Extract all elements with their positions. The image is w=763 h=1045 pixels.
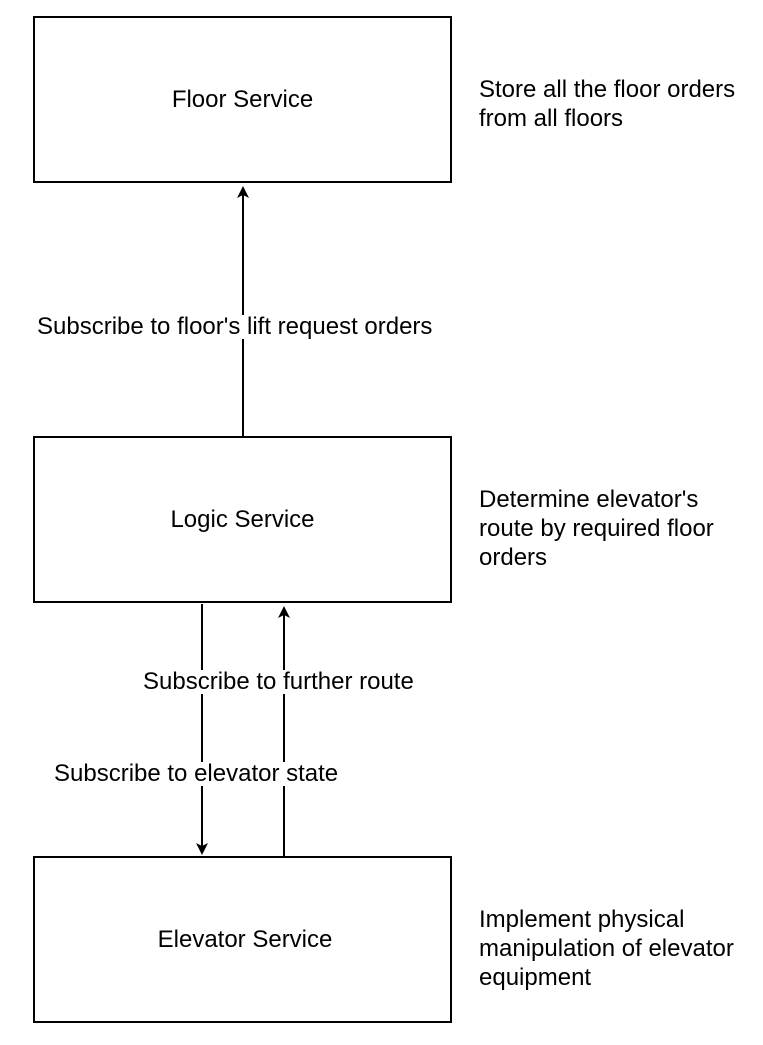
elevator-service-label: Elevator Service [157, 925, 333, 953]
elevator-service-node[interactable]: Elevator Service [33, 856, 452, 1023]
floor-service-node[interactable]: Floor Service [33, 16, 452, 183]
floor-service-description: Store all the floor orders from all floo… [479, 76, 736, 132]
edge-label-further-route: Subscribe to further route [142, 668, 415, 695]
elevator-service-description: Implement physical manipulation of eleva… [479, 906, 734, 991]
floor-service-label: Floor Service [171, 85, 314, 113]
logic-service-node[interactable]: Logic Service [33, 436, 452, 603]
logic-service-label: Logic Service [170, 505, 315, 533]
logic-service-description: Determine elevator's route by required f… [479, 486, 714, 571]
edge-label-floor-orders: Subscribe to floor's lift request orders [36, 313, 434, 340]
edge-label-elevator-state: Subscribe to elevator state [53, 760, 340, 787]
